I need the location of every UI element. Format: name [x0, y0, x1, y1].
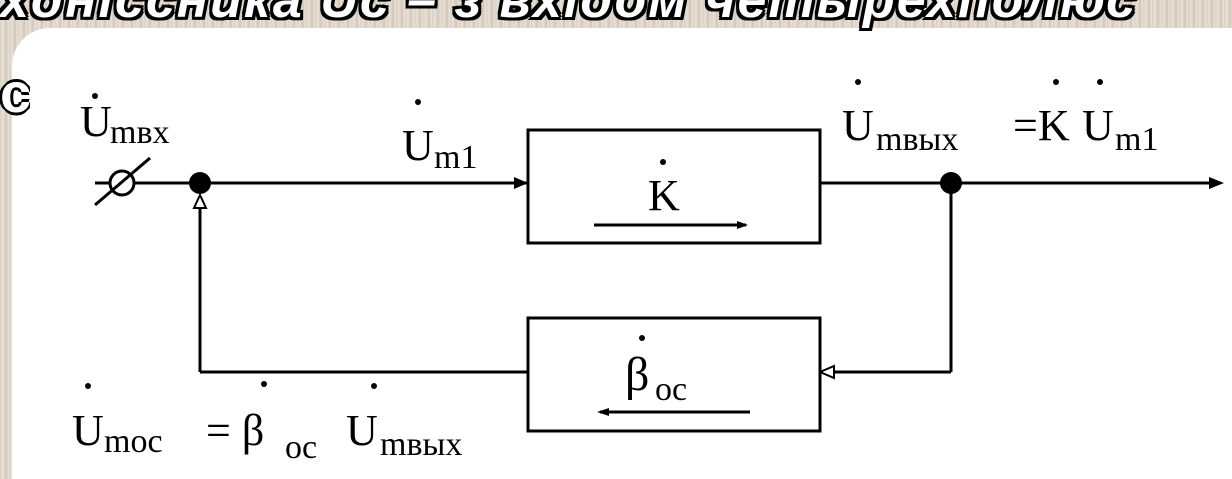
input-terminal-slash — [94, 156, 151, 207]
feedback-label-beta-sub: oc — [285, 429, 317, 466]
feedback-label: U — [72, 406, 104, 455]
branch-label-dot — [415, 99, 421, 105]
feedback-block-label-dot — [639, 335, 645, 341]
feedback-beta-dot — [261, 381, 267, 387]
feedback-label-u: U — [346, 406, 378, 455]
output-label: U — [842, 101, 874, 150]
slide-heading: хдніссника Uc – з вхідом четырехполюс — [0, 0, 1138, 29]
feedback-label-u-sub: mвых — [380, 426, 462, 463]
output-u-dot — [1097, 79, 1103, 85]
output-label-sub: mвых — [876, 121, 958, 158]
output-label-dot — [855, 79, 861, 85]
feedback-label-dot — [85, 383, 91, 389]
feedback-u-dot — [371, 383, 377, 389]
output-label-u-sub: m1 — [1115, 121, 1158, 158]
branch-label-sub: m1 — [434, 139, 477, 176]
feedback-label-sub: moc — [104, 423, 163, 460]
gain-label-dot — [660, 159, 666, 165]
input-label-dot — [92, 93, 98, 99]
feedback-block-label: β — [625, 348, 649, 401]
summing-node — [189, 172, 211, 194]
feedback-block-label-sub: oc — [655, 371, 687, 408]
input-label: U — [80, 97, 112, 146]
feedback-label-eq: = β — [206, 406, 264, 455]
gain-label: K — [648, 171, 680, 220]
feedback-direction-arrowhead — [597, 408, 609, 416]
arrow-into-summing — [192, 192, 208, 209]
output-label-u: U — [1082, 101, 1114, 150]
arrow-into-feedback — [817, 364, 835, 380]
gain-direction-arrowhead — [737, 221, 748, 229]
input-label-sub: mвх — [110, 114, 170, 151]
output-k-dot — [1053, 79, 1059, 85]
arrow-into-gain — [514, 177, 528, 189]
output-label-eq: =K — [1013, 101, 1070, 150]
output-arrow — [1209, 177, 1224, 189]
slide-heading-second-line: с — [0, 61, 30, 120]
branch-label: U — [402, 121, 434, 170]
